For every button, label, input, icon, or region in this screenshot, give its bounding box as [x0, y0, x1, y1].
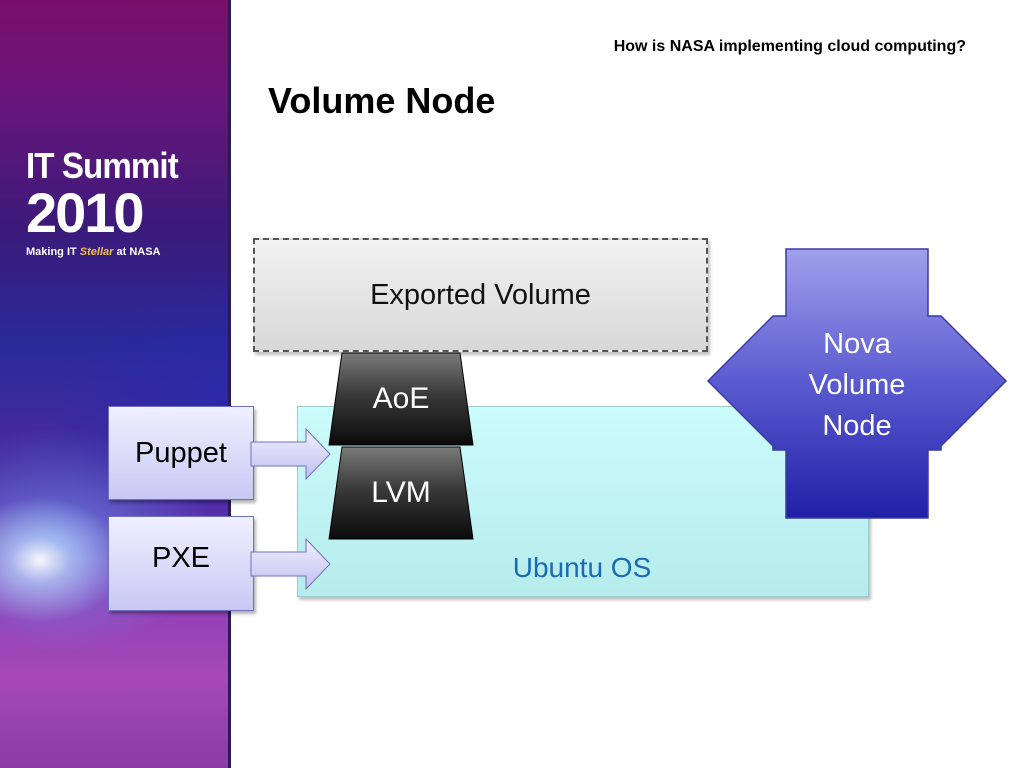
aoe-shape — [328, 352, 474, 446]
nova-line3: Node — [822, 410, 892, 442]
puppet-box: Puppet — [108, 406, 254, 500]
it-summit-logo: IT Summit 2010 Making IT Stellar at NASA — [26, 145, 211, 259]
lvm-label: LVM — [371, 476, 431, 509]
logo-title: IT Summit — [26, 145, 179, 186]
pxe-arrow — [250, 538, 331, 590]
aoe-label: AoE — [372, 382, 430, 415]
puppet-label: Puppet — [135, 436, 227, 469]
logo-tagline: Making IT Stellar at NASA — [26, 246, 211, 258]
tagline-prefix: Making IT — [26, 246, 80, 258]
aoe-layer: AoE — [328, 352, 474, 446]
exported-volume-box: Exported Volume — [253, 238, 708, 352]
left-banner: IT Summit 2010 Making IT Stellar at NASA — [0, 0, 231, 768]
pxe-box: PXE — [108, 516, 254, 611]
nova-volume-node-label: Nova Volume Node — [786, 324, 928, 447]
nova-line2: Volume — [808, 369, 906, 401]
nova-volume-node-shape — [706, 248, 1008, 519]
lvm-shape — [328, 446, 474, 540]
nova-line1: Nova — [823, 328, 891, 360]
slide-title: Volume Node — [268, 80, 496, 121]
ubuntu-os-label: Ubuntu OS — [512, 552, 652, 583]
lvm-layer: LVM — [328, 446, 474, 540]
exported-volume-label: Exported Volume — [370, 278, 591, 311]
pxe-label: PXE — [151, 542, 211, 574]
logo-year: 2010 — [26, 181, 145, 244]
tagline-suffix: at NASA — [113, 246, 161, 258]
tagline-highlight: Stellar — [79, 246, 114, 258]
header-subtitle: How is NASA implementing cloud computing… — [613, 38, 966, 55]
puppet-arrow — [250, 428, 331, 480]
